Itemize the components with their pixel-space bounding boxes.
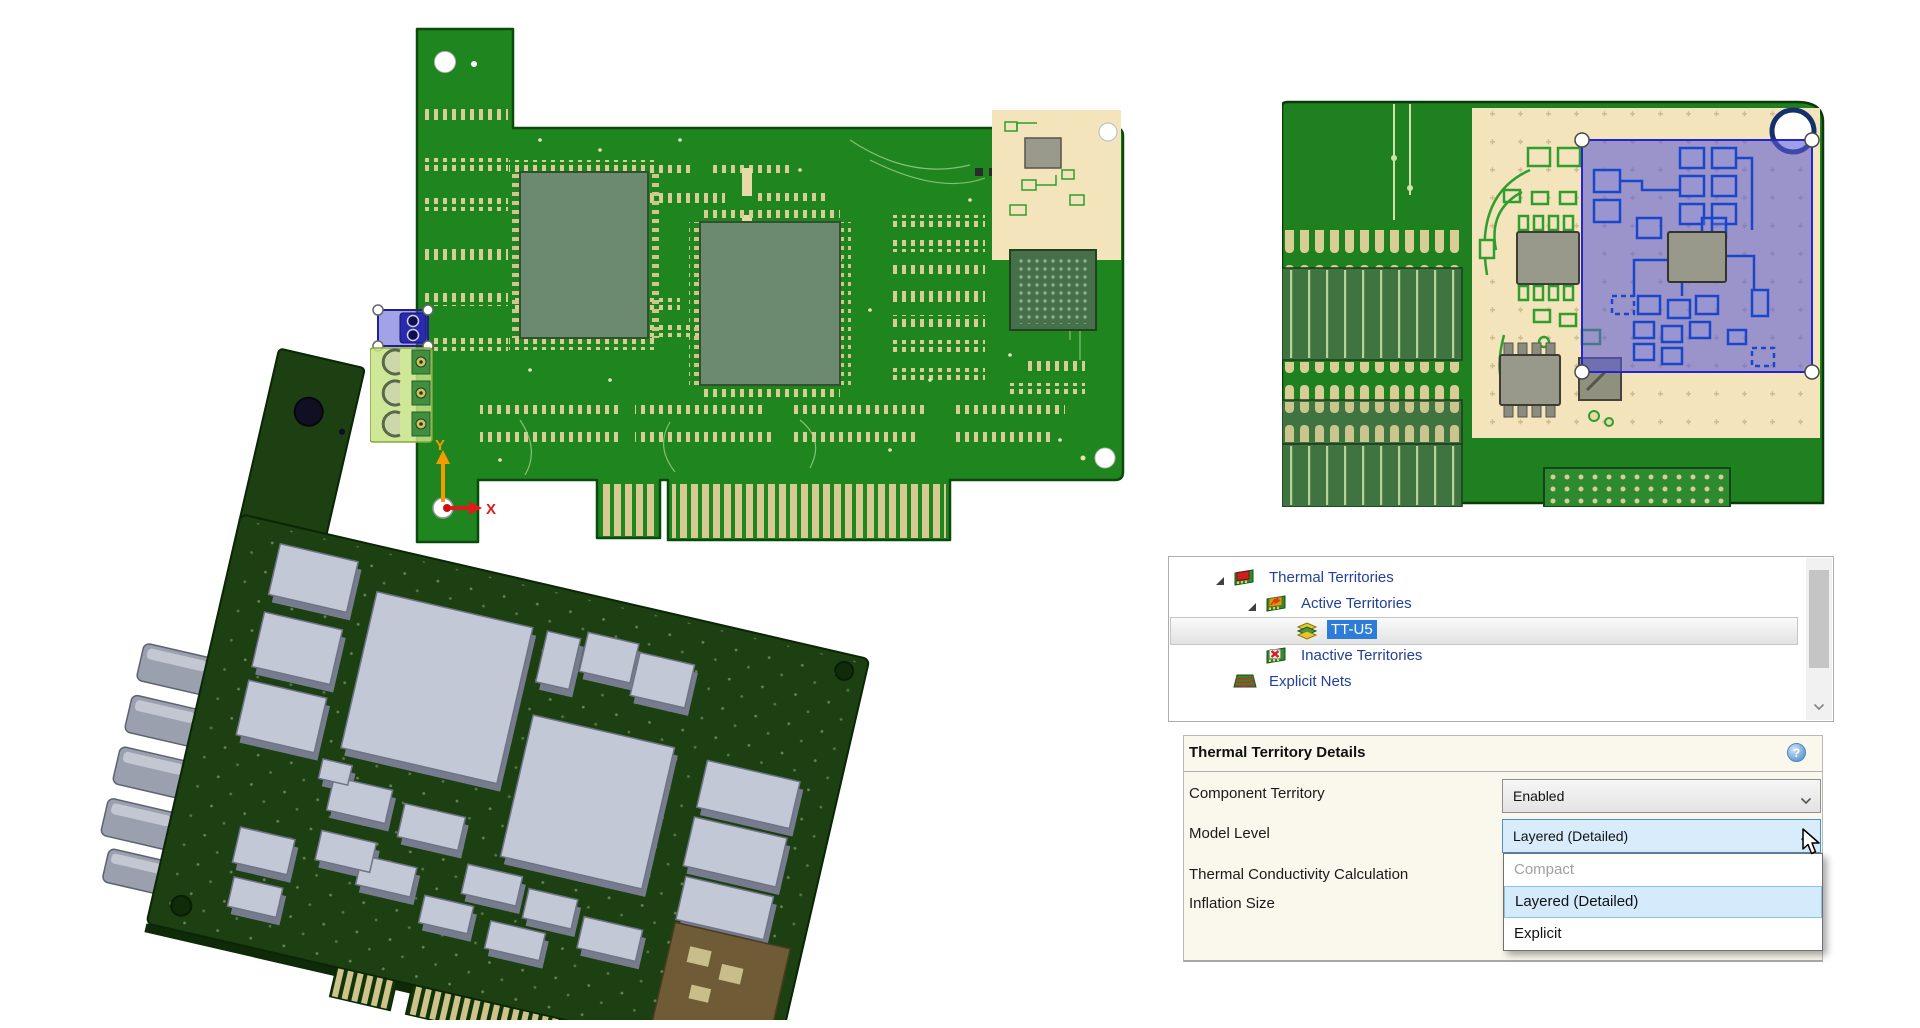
tree-item-inactive-territories[interactable]: Inactive Territories bbox=[1169, 643, 1805, 669]
mounting-holes bbox=[434, 51, 1118, 469]
bga-chip bbox=[1009, 249, 1097, 331]
left-routing-columns bbox=[1282, 104, 1463, 507]
scrollbar-thumb[interactable] bbox=[1809, 570, 1829, 668]
tree-item-thermal-territories[interactable]: Thermal Territories bbox=[1169, 565, 1805, 591]
component-territory-label: Component Territory bbox=[1189, 785, 1325, 802]
bracket-tab bbox=[238, 348, 366, 544]
thermal-territories-icon bbox=[1233, 568, 1255, 587]
tree-scrollbar[interactable] bbox=[1806, 558, 1832, 720]
model-level-dropdown-list: Compact Layered (Detailed) Explicit bbox=[1503, 853, 1823, 951]
details-title: Thermal Territory Details bbox=[1189, 744, 1366, 761]
dropdown-option-explicit[interactable]: Explicit bbox=[1514, 925, 1562, 942]
chevron-down-icon bbox=[1813, 703, 1825, 711]
gold-fingers-3d bbox=[328, 966, 643, 1020]
board-holes-3d bbox=[170, 660, 855, 917]
details-header: Thermal Territory Details ? bbox=[1184, 736, 1822, 772]
territory-layers-icon bbox=[1295, 621, 1318, 640]
territory-handles[interactable] bbox=[1574, 132, 1820, 380]
territory-zoom-view[interactable] bbox=[1282, 100, 1827, 507]
rf-region-3d bbox=[650, 921, 792, 1020]
explicit-nets-icon bbox=[1233, 672, 1257, 691]
tree-item-label: Thermal Territories bbox=[1269, 569, 1394, 586]
axis-triad: Y X bbox=[432, 437, 496, 519]
chips-3d bbox=[226, 542, 804, 970]
tree-item-explicit-nets[interactable]: Explicit Nets bbox=[1169, 669, 1805, 695]
selected-connector-blue[interactable] bbox=[372, 304, 434, 352]
expander-icon[interactable] bbox=[1215, 573, 1225, 585]
inflation-size-label: Inflation Size bbox=[1189, 895, 1275, 912]
bottom-connector bbox=[1543, 467, 1731, 507]
component-territory-dropdown[interactable]: Enabled bbox=[1502, 779, 1821, 813]
pcb-2d-view[interactable]: Y X bbox=[370, 10, 1140, 550]
green-footprints bbox=[1478, 146, 1602, 401]
selected-row-band bbox=[1170, 617, 1798, 645]
tree-item-active-territories[interactable]: Active Territories bbox=[1169, 591, 1805, 617]
gray-chip-left bbox=[1516, 231, 1580, 285]
pcb-3d-view[interactable] bbox=[80, 320, 870, 1020]
model-tree-panel: Thermal Territories Active Territories T… bbox=[1168, 556, 1834, 722]
chevron-down-icon bbox=[1800, 792, 1812, 808]
model-level-label: Model Level bbox=[1189, 825, 1270, 842]
tree-item-label: Active Territories bbox=[1301, 595, 1412, 612]
edge-connector-green bbox=[370, 347, 433, 443]
axis-x-label: X bbox=[486, 501, 496, 518]
blue-footprints bbox=[1592, 146, 1776, 368]
board-3d-group bbox=[100, 348, 870, 1020]
active-territories-icon bbox=[1265, 594, 1287, 613]
tab-dot bbox=[339, 428, 346, 435]
help-icon[interactable]: ? bbox=[1787, 743, 1806, 762]
component-territory-value: Enabled bbox=[1513, 788, 1565, 804]
inactive-territories-icon bbox=[1265, 646, 1287, 665]
tab-hole bbox=[293, 396, 324, 427]
tree-item-label: Inactive Territories bbox=[1301, 647, 1423, 664]
dropdown-option-layered-detailed[interactable]: Layered (Detailed) bbox=[1504, 886, 1822, 918]
gray-chip-in-territory bbox=[1667, 231, 1727, 283]
tree-item-label-selected: TT-U5 bbox=[1327, 620, 1377, 639]
qfp-chip-1 bbox=[509, 160, 659, 350]
connector-stubs-3d bbox=[100, 643, 213, 895]
scrollbar-down-button[interactable] bbox=[1806, 696, 1832, 718]
tree-item-tt-u5[interactable]: TT-U5 bbox=[1169, 617, 1805, 643]
dropdown-option-compact[interactable]: Compact bbox=[1514, 861, 1575, 878]
model-level-value: Layered (Detailed) bbox=[1513, 828, 1629, 844]
rf-region bbox=[992, 110, 1121, 260]
axis-y-label: Y bbox=[435, 437, 445, 454]
qfp-chip-2 bbox=[689, 210, 851, 397]
thermal-conductivity-calculation-label: Thermal Conductivity Calculation bbox=[1189, 866, 1409, 883]
tree-item-label: Explicit Nets bbox=[1269, 673, 1352, 690]
edge-connector-fingers bbox=[601, 484, 946, 538]
expander-icon[interactable] bbox=[1247, 599, 1257, 611]
mouse-cursor bbox=[1802, 828, 1820, 855]
model-level-dropdown[interactable]: Layered (Detailed) bbox=[1502, 819, 1821, 853]
